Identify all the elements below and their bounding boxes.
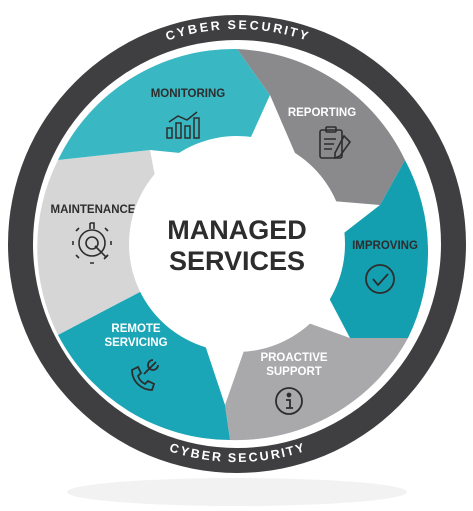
segment-remote-servicing-label-2: SERVICING bbox=[104, 337, 167, 349]
segment-remote-servicing-label-1: REMOTE bbox=[111, 323, 161, 335]
segment-reporting-label: REPORTING bbox=[288, 107, 356, 119]
segment-reporting[interactable]: REPORTING bbox=[237, 49, 405, 205]
segment-proactive-support-label-1: PROACTIVE bbox=[260, 352, 327, 364]
phone-wrench-icon bbox=[131, 359, 159, 391]
segment-improving[interactable]: IMPROVING bbox=[322, 160, 429, 338]
segment-proactive-support[interactable]: PROACTIVE SUPPORT bbox=[225, 320, 408, 441]
segment-maintenance[interactable]: MAINTENANCE bbox=[37, 150, 165, 335]
segment-reporting-shape bbox=[237, 49, 405, 205]
gear-wrench-icon bbox=[72, 222, 112, 264]
reflection-shadow bbox=[67, 478, 407, 506]
check-circle-icon bbox=[365, 264, 395, 294]
segment-improving-label: IMPROVING bbox=[352, 240, 418, 252]
segment-proactive-support-shape bbox=[225, 320, 408, 441]
segment-monitoring-label: MONITORING bbox=[151, 88, 226, 100]
center-circle bbox=[129, 136, 345, 352]
segment-monitoring[interactable]: MONITORING bbox=[58, 48, 270, 160]
clipboard-pen-icon bbox=[319, 126, 352, 160]
center-title-line1: MANAGED bbox=[167, 215, 307, 245]
info-circle-icon bbox=[275, 387, 303, 415]
segment-proactive-support-label-2: SUPPORT bbox=[266, 366, 322, 378]
center-title-line2: SERVICES bbox=[169, 246, 305, 276]
segment-maintenance-shape bbox=[37, 150, 165, 335]
bar-chart-icon bbox=[166, 111, 200, 139]
segment-maintenance-label: MAINTENANCE bbox=[51, 204, 136, 216]
segment-improving-shape bbox=[322, 160, 429, 338]
segment-monitoring-shape bbox=[58, 48, 270, 160]
